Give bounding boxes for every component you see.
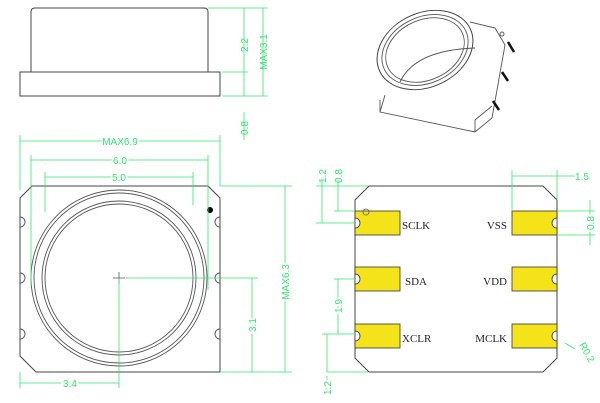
dim-center-y: 3.1 <box>248 318 259 332</box>
pin-label-sda: SDA <box>405 276 427 288</box>
pad-mclk <box>511 323 558 349</box>
pad-vdd <box>511 266 558 292</box>
dim-height-max: MAX6.3 <box>281 264 292 300</box>
side-cap <box>30 7 209 73</box>
dim-pad-top: 0.8 <box>334 169 345 183</box>
dim-width-body: 6.0 <box>113 156 127 167</box>
iso-pins <box>491 41 516 111</box>
bottom-view: SCLK SDA XCLR VSS VDD MCLK 1.2 0.8 1.5 0… <box>316 169 599 397</box>
pin1-marker-circle <box>362 208 370 216</box>
pin1-marker-dot <box>207 207 213 213</box>
pads <box>354 208 558 349</box>
pin-label-mclk: MCLK <box>475 333 507 345</box>
side-base <box>19 71 221 97</box>
pin-label-sclk: SCLK <box>402 220 430 232</box>
iso-view <box>376 9 516 133</box>
side-view: 2.2 MAX3.1 0.8 <box>19 7 270 140</box>
dim-center-x: 3.4 <box>63 379 77 390</box>
pad-sclk <box>354 210 401 236</box>
dim-top-edge: 1.2 <box>318 169 329 183</box>
dim-width-max: MAX6.9 <box>102 137 138 148</box>
top-view: MAX6.9 6.0 5.0 MAX6.3 3.1 3.4 <box>19 135 294 392</box>
pad-xclr <box>354 323 401 349</box>
dim-notch-radius: R0.2 <box>576 341 596 365</box>
pin-label-vdd: VDD <box>483 276 507 288</box>
top-outline <box>19 185 221 373</box>
dim-bottom-edge: 1.2 <box>323 381 334 395</box>
dim-base-height: 0.8 <box>240 121 251 135</box>
side-dimension-lines <box>208 7 268 140</box>
dim-pitch: 1.9 <box>334 299 345 313</box>
dim-cap-height: 2.2 <box>240 38 251 52</box>
dim-total-height: MAX3.1 <box>259 34 270 70</box>
pin-label-vss: VSS <box>487 220 507 232</box>
dim-pad-width: 1.5 <box>575 172 589 183</box>
bottom-outline <box>354 185 558 373</box>
pin-label-xclr: XCLR <box>402 333 432 345</box>
pad-vss <box>511 210 558 236</box>
dim-width-inner: 5.0 <box>112 173 126 184</box>
pad-sda <box>354 266 401 292</box>
dim-pad-height: 0.8 <box>586 216 597 230</box>
